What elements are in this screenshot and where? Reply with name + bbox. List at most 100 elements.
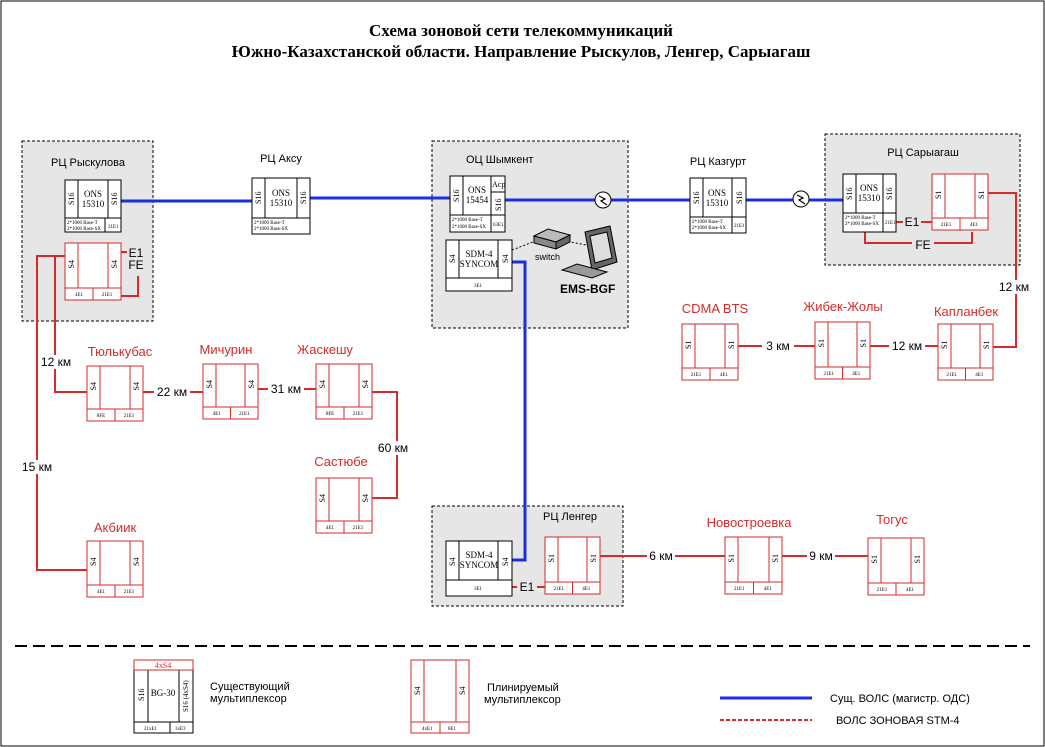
port-label: 2*1000 Base-T [67, 221, 98, 226]
label-e1: E1 [129, 246, 144, 260]
legend-4xs4: 4xS4 [155, 661, 171, 670]
port-side: S4 [89, 558, 98, 566]
distance-ryskulov-akbiik: 15 км [22, 460, 52, 474]
device-model: SDM-4 [465, 249, 493, 259]
label-e1: E1 [905, 215, 920, 229]
node-michurin-label: Мичурин [200, 342, 253, 357]
port-side: S4 [132, 382, 141, 390]
zone-lenger-label: РЦ Ленгер [543, 511, 597, 523]
port-label: 21E1 [553, 587, 564, 592]
device-model: 15310 [858, 193, 881, 203]
port-label: 3Е1 [474, 284, 483, 289]
port-side: S4 [110, 260, 119, 268]
port-label: 21E1 [946, 373, 957, 378]
distance-ryskulov-tyulkubas: 12 км [41, 355, 71, 369]
device-model: SDM-4 [465, 550, 493, 560]
distance-zhaskeshu-sastyube: 60 км [378, 441, 408, 455]
port-side: S4 [318, 380, 327, 388]
port-s4: S4 [501, 558, 510, 566]
port-label: 8E1 [448, 727, 457, 732]
port-s4: S4 [448, 255, 457, 263]
port-label: 4E1 [720, 373, 729, 378]
port-label: 8FE [326, 412, 334, 417]
node-novostroevka-label: Новостроевка [707, 515, 793, 530]
zone-ryskulov-label: РЦ Рыскулова [51, 157, 126, 169]
port-side: S4 [67, 260, 76, 268]
port-s4: S4 [413, 687, 422, 695]
node-cdma-label: CDMA BTS [682, 301, 749, 316]
device-model: SYNCOM [460, 560, 499, 570]
port-side: S1 [859, 339, 868, 347]
legend-red-label: ВОЛС ЗОНОВАЯ STM-4 [836, 715, 960, 727]
port-label: 21E1 [877, 588, 888, 593]
port-side: S1 [940, 341, 949, 349]
port-label: 21xE1 [144, 727, 158, 732]
node-kazgurt-label: РЦ Казгурт [690, 156, 746, 168]
port-label: 4E1 [852, 372, 861, 377]
port-s16: S16 [137, 689, 146, 701]
port-s16: S16 [692, 192, 701, 204]
distance-tyulkubas-michurin: 22 км [157, 385, 187, 399]
port-s4: S4 [448, 558, 457, 566]
device-model: ONS [860, 183, 878, 193]
port-s16: S16 [735, 192, 744, 204]
title-line-1: Схема зоновой сети телекоммуникаций [369, 21, 673, 40]
port-side: S4 [318, 494, 327, 502]
port-side: S1 [727, 341, 736, 349]
device-model: 15310 [82, 199, 105, 209]
port-label: S16 (4xS4) [182, 680, 190, 712]
legend-planned-label-2: мультиплексор [484, 694, 561, 706]
port-s16: S16 [299, 192, 308, 204]
port-label: 4E1 [97, 590, 106, 595]
port-side: S1 [913, 555, 922, 563]
port-label: 21E1 [124, 414, 135, 419]
port-side: S4 [89, 382, 98, 390]
port-side: S1 [727, 554, 736, 562]
device-model: 15310 [706, 198, 729, 208]
port-label: 21E1 [102, 293, 113, 298]
port-label: 2*1000 Base-SX [254, 227, 288, 232]
zonal-fe-link [121, 276, 139, 297]
port-side: S1 [817, 339, 826, 347]
device-model: 15310 [270, 198, 293, 208]
distance-michurin-zhaskeshu: 31 км [271, 382, 301, 396]
zone-saryagash-label: РЦ Сарыагаш [887, 147, 959, 159]
zonal-saryagash-kaplanbek [988, 192, 1017, 348]
port-label: 4E1 [213, 412, 222, 417]
device-model: ONS [708, 188, 726, 198]
port-label: 2*1000 Base-T [692, 220, 723, 225]
device-model: ONS [272, 188, 290, 198]
legend-blue-label: Сущ. ВОЛС (магистр. ОДС) [830, 693, 970, 705]
port-label: 21E1 [353, 412, 364, 417]
port-label: 21E1 [734, 224, 745, 229]
port-label: 21E1 [885, 221, 896, 226]
legend-existing-mux [133, 659, 194, 734]
port-s16: S16 [845, 188, 854, 200]
port-s4: S4 [458, 687, 467, 695]
port-side: S4 [361, 494, 370, 502]
port-side: S1 [589, 554, 598, 562]
zonal-ryskulov-akbiik [36, 255, 87, 571]
mgmt-link [511, 239, 539, 251]
port-side: S1 [684, 341, 693, 349]
port-label: 4E1 [975, 373, 984, 378]
ems-label: EMS-BGF [560, 282, 615, 296]
zone-shymkent-label: ОЦ Шымкент [466, 154, 533, 166]
legend-planned-mux [410, 659, 470, 734]
port-label: 4xE1 [422, 727, 433, 732]
mux-ryskulov-ons [64, 179, 122, 233]
port-s16: S16 [452, 190, 461, 202]
port-s16: S16 [67, 193, 76, 205]
